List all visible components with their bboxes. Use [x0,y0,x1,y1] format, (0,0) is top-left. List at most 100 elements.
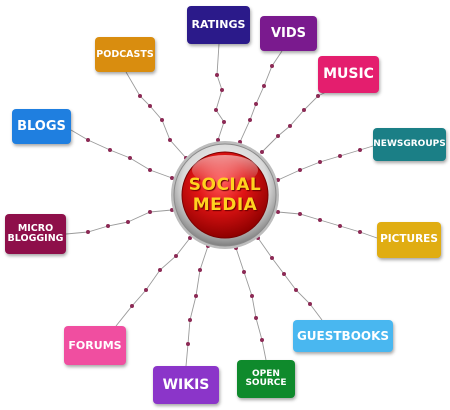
connector-dot [288,124,292,128]
connector-pictures-line [277,211,378,239]
connector-dot [138,94,142,98]
connector-dot [160,118,164,122]
connector-dot [148,210,152,214]
connector-dot [130,304,134,308]
connector-dot [270,64,274,68]
center-label: SOCIAL MEDIA [170,150,280,240]
connector-ratings [214,43,226,142]
connector-dot [262,84,266,88]
connector-dot [270,256,274,260]
connector-newsgroups [276,145,374,182]
connector-dot [260,338,264,342]
connector-guestbooks [256,236,323,321]
connector-dot [276,134,280,138]
connector-dot [86,230,90,234]
connector-dot [248,118,252,122]
connector-open-source [234,246,267,361]
connector-dot [215,73,219,77]
connector-dot [128,156,132,160]
connector-dot [186,342,190,346]
connector-wikis [185,244,210,367]
connector-dot [126,220,130,224]
connector-micro [65,208,174,235]
connector-dot [318,218,322,222]
connector-dot [316,94,320,98]
node-vids-label: VIDS [270,25,307,41]
node-open-source-label: OPEN SOURCE [245,368,287,388]
node-forums: FORUMS [64,326,126,365]
connector-music [260,89,331,154]
connector-dot [214,108,218,112]
connector-micro-line [65,209,173,235]
connector-dot [148,104,152,108]
node-podcasts-label: PODCASTS [96,48,154,60]
connector-dot [294,288,298,292]
connector-dot [108,148,112,152]
connector-vids-line [239,50,283,143]
node-ratings: RATINGS [187,6,250,44]
connector-ratings-line [215,43,225,141]
connector-dot [144,288,148,292]
connector-dot [188,236,192,240]
node-forums-label: FORUMS [68,338,122,352]
connector-dot [216,138,220,142]
node-micro-blogging-label: MICRO BLOGGING [7,223,64,244]
connector-podcasts [125,71,188,160]
node-guestbooks: GUESTBOOKS [293,320,393,352]
connector-dot [318,160,322,164]
connector-dot [158,268,162,272]
connector-blogs [70,129,174,180]
center-hub [171,141,279,249]
connector-forums-line [115,237,191,327]
connector-dot [148,168,152,172]
connector-dot [282,272,286,276]
connector-wikis-line [185,245,209,367]
connector-dot [168,138,172,142]
node-guestbooks-label: GUESTBOOKS [296,328,390,343]
node-podcasts: PODCASTS [95,37,155,72]
connector-dot [194,294,198,298]
center-label-line2: MEDIA [192,195,258,215]
connector-dot [358,230,362,234]
connector-dot [358,148,362,152]
connector-dot [298,212,302,216]
node-micro-blogging: MICRO BLOGGING [5,214,66,254]
connector-dot [198,268,202,272]
connector-dot [188,318,192,322]
connector-dot [254,102,258,106]
connector-dot [254,316,258,320]
node-newsgroups-label: NEWSGROUPS [373,138,446,149]
node-open-source: OPEN SOURCE [237,360,295,398]
connector-podcasts-line [125,71,187,159]
connector-blogs-line [70,129,173,179]
connector-open-source-line [235,247,267,361]
node-pictures: PICTURES [377,222,441,258]
connector-newsgroups-line [277,145,374,181]
node-wikis-label: WIKIS [162,376,210,393]
node-vids: VIDS [260,16,317,51]
connector-dot [86,138,90,142]
connector-forums [115,236,192,327]
connector-dot [170,176,174,180]
connector-pictures [276,210,378,239]
connector-guestbooks-line [257,237,323,321]
connector-dot [260,150,264,154]
connector-dot [308,302,312,306]
connector-dot [276,210,280,214]
node-blogs: BLOGS [12,109,71,144]
connector-vids [238,50,283,144]
node-wikis: WIKIS [153,366,219,404]
center-label-line1: SOCIAL [188,174,262,195]
connector-dot [298,168,302,172]
connector-dot [222,120,226,124]
connector-dot [220,88,224,92]
connector-dot [250,294,254,298]
connector-dot [242,270,246,274]
node-music-label: MUSIC [323,66,374,83]
connector-dot [174,254,178,258]
connector-dot [106,224,110,228]
node-music: MUSIC [318,56,379,93]
connector-dot [302,108,306,112]
